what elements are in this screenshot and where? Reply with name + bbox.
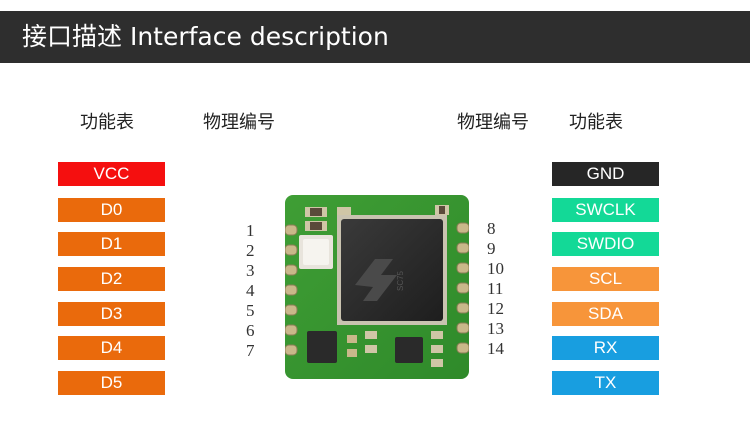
pin-number-5: 5 xyxy=(246,301,255,320)
pin-label-swdio: SWDIO xyxy=(552,232,659,256)
pin-label-d1: D1 xyxy=(58,232,165,256)
pin-number-8: 8 xyxy=(487,219,496,238)
pin-number-7: 7 xyxy=(246,341,255,360)
pin-number-9: 9 xyxy=(487,239,496,258)
pin-label-d2: D2 xyxy=(58,267,165,291)
pin-label-gnd: GND xyxy=(552,162,659,186)
svg-text:SC75: SC75 xyxy=(396,270,405,291)
pin-label-swclk: SWCLK xyxy=(552,198,659,222)
pin-number-13: 13 xyxy=(487,319,504,338)
pin-number-11: 11 xyxy=(487,279,504,298)
pin-label-sda: SDA xyxy=(552,302,659,326)
pin-label-rx: RX xyxy=(552,336,659,360)
header-bar: 接口描述 Interface description xyxy=(0,11,750,63)
pin-number-12: 12 xyxy=(487,299,504,318)
pin-label-d0: D0 xyxy=(58,198,165,222)
pin-label-d3: D3 xyxy=(58,302,165,326)
pin-label-d5: D5 xyxy=(58,371,165,395)
pin-number-3: 3 xyxy=(246,261,255,280)
pin-number-1: 1 xyxy=(246,221,255,240)
pin-number-10: 10 xyxy=(487,259,504,278)
page-title: 接口描述 Interface description xyxy=(22,22,389,51)
right-physical-heading: 物理编号 xyxy=(457,112,529,133)
pin-number-4: 4 xyxy=(246,281,255,300)
left-physical-heading: 物理编号 xyxy=(203,112,275,133)
pin-number-2: 2 xyxy=(246,241,255,260)
module-board-image: SC75 xyxy=(285,195,469,379)
pin-number-14: 14 xyxy=(487,339,504,358)
pin-label-scl: SCL xyxy=(552,267,659,291)
left-function-heading: 功能表 xyxy=(80,112,134,133)
pin-label-tx: TX xyxy=(552,371,659,395)
right-function-heading: 功能表 xyxy=(569,112,623,133)
pin-label-vcc: VCC xyxy=(58,162,165,186)
pin-number-6: 6 xyxy=(246,321,255,340)
pin-label-d4: D4 xyxy=(58,336,165,360)
